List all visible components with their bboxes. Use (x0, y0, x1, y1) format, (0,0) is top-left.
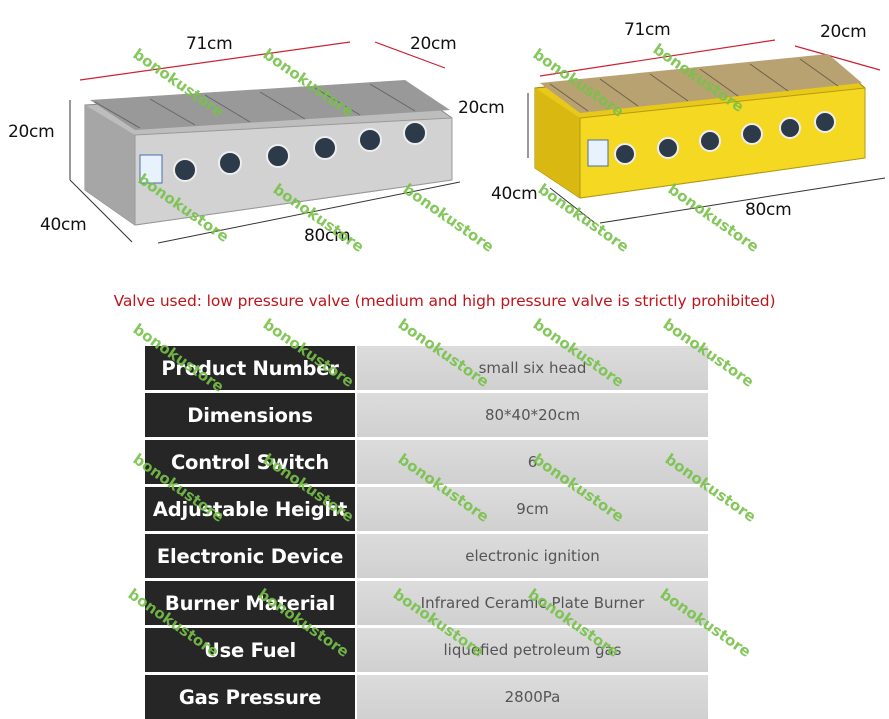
spec-value: 9cm (357, 487, 708, 531)
right-length-label: 71cm (624, 20, 671, 40)
spec-value: Infrared Ceramic Plate Burner (357, 581, 708, 625)
table-row: Use Fuel liquefied petroleum gas (145, 628, 708, 672)
left-height-label: 20cm (8, 122, 55, 142)
spec-value: 2800Pa (357, 675, 708, 719)
valve-warning: Valve used: low pressure valve (medium a… (113, 292, 776, 310)
table-row: Gas Pressure 2800Pa (145, 675, 708, 719)
left-width-label: 80cm (304, 226, 351, 246)
spec-label: Product Number (145, 346, 355, 390)
spec-value: liquefied petroleum gas (357, 628, 708, 672)
table-row: Product Number small six head (145, 346, 708, 390)
left-depth-label: 40cm (40, 215, 87, 235)
right-depth-top-label: 20cm (820, 22, 867, 42)
spec-label: Dimensions (145, 393, 355, 437)
table-row: Control Switch 6 (145, 440, 708, 484)
right-width-label: 80cm (745, 200, 792, 220)
spec-value: small six head (357, 346, 708, 390)
spec-value: 6 (357, 440, 708, 484)
spec-value: 80*40*20cm (357, 393, 708, 437)
spec-value: electronic ignition (357, 534, 708, 578)
table-row: Adjustable Height 9cm (145, 487, 708, 531)
right-depth-label: 40cm (491, 184, 538, 204)
yellow-grill-image (527, 39, 886, 224)
spec-label: Adjustable Height (145, 487, 355, 531)
left-depth-top-label: 20cm (410, 34, 457, 54)
spec-label: Gas Pressure (145, 675, 355, 719)
spec-label: Electronic Device (145, 534, 355, 578)
stainless-grill-image (69, 41, 460, 244)
spec-label: Use Fuel (145, 628, 355, 672)
right-height-label: 20cm (458, 98, 505, 118)
table-row: Dimensions 80*40*20cm (145, 393, 708, 437)
table-row: Electronic Device electronic ignition (145, 534, 708, 578)
spec-label: Burner Material (145, 581, 355, 625)
left-length-label: 71cm (186, 34, 233, 54)
table-row: Burner Material Infrared Ceramic Plate B… (145, 581, 708, 625)
spec-label: Control Switch (145, 440, 355, 484)
